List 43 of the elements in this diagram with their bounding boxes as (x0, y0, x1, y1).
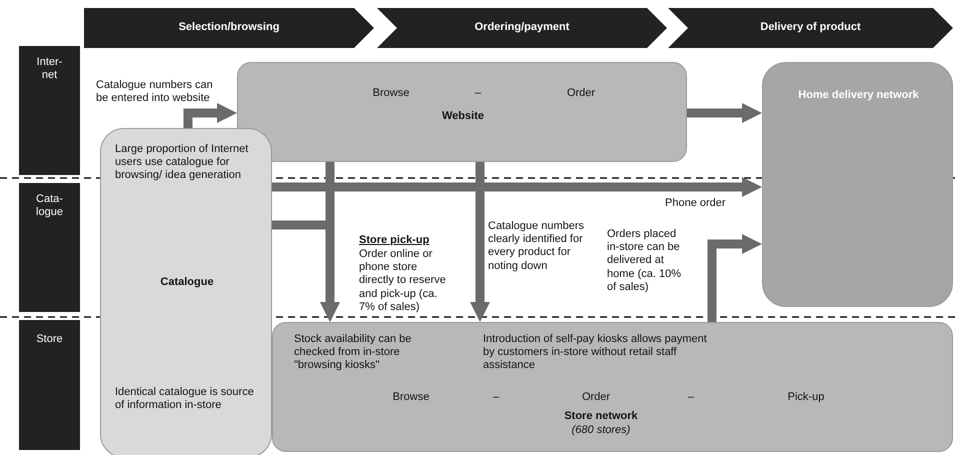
arrow (272, 177, 762, 197)
box-text: Browse (392, 391, 430, 404)
box-text: Identical catalogue is source of information in-store (115, 386, 255, 412)
phase-header (668, 8, 953, 48)
lane-title: Cata- logue (35, 193, 64, 220)
box-text: – (474, 87, 482, 100)
phase-header (84, 8, 374, 48)
lane-title: Store (35, 333, 64, 346)
delivery-box (762, 62, 953, 307)
arrow (708, 234, 762, 322)
annotation-text: Orders placed in-store can be delivered at home (ca. 10% of sales) (607, 228, 682, 294)
phase-title: Selection/browsing (178, 21, 280, 34)
box-text: Order (566, 87, 596, 100)
store-network-box (272, 322, 953, 452)
arrow (184, 103, 237, 128)
arrow (687, 103, 762, 123)
box-text: Pick-up (786, 391, 826, 404)
box-text: – (492, 391, 500, 404)
box-text: – (686, 391, 696, 404)
phase-header (377, 8, 667, 48)
box-title: Catalogue (159, 276, 215, 290)
lane-label-box (19, 46, 80, 175)
box-text: Stock availability can be checked from in-store "browsing kiosks" (294, 333, 412, 373)
arrow (470, 162, 490, 322)
box-text: (680 stores) (570, 424, 632, 438)
arrow (320, 162, 340, 322)
catalogue-box (100, 128, 272, 455)
box-title: Website (441, 110, 485, 124)
box-title: Store network (563, 410, 639, 424)
section-heading: Store pick-up (359, 234, 430, 248)
lane-label-box (19, 183, 80, 312)
annotation-text: Catalogue numbers can be entered into website (96, 79, 214, 106)
box-text: Introduction of self-pay kiosks allows payment by customers in-store without retail staff assistance (483, 333, 708, 373)
annotation-text: Catalogue numbers clearly identified for every product for noting down (488, 220, 586, 273)
lane-label-box (19, 320, 80, 450)
annotation-text: Order online or phone store directly to reserve and pick-up (ca. 7% of sales) (359, 248, 447, 314)
box-text: Browse (372, 87, 410, 100)
lane-title: Inter- net (36, 56, 64, 82)
phase-title: Ordering/payment (474, 21, 570, 34)
box-title: Home delivery network (797, 89, 920, 102)
box-text: Large proportion of Internet users use catalogue for browsing/ idea generation (115, 143, 250, 183)
box-text: Order (580, 391, 612, 404)
phase-title: Delivery of product (759, 21, 862, 34)
